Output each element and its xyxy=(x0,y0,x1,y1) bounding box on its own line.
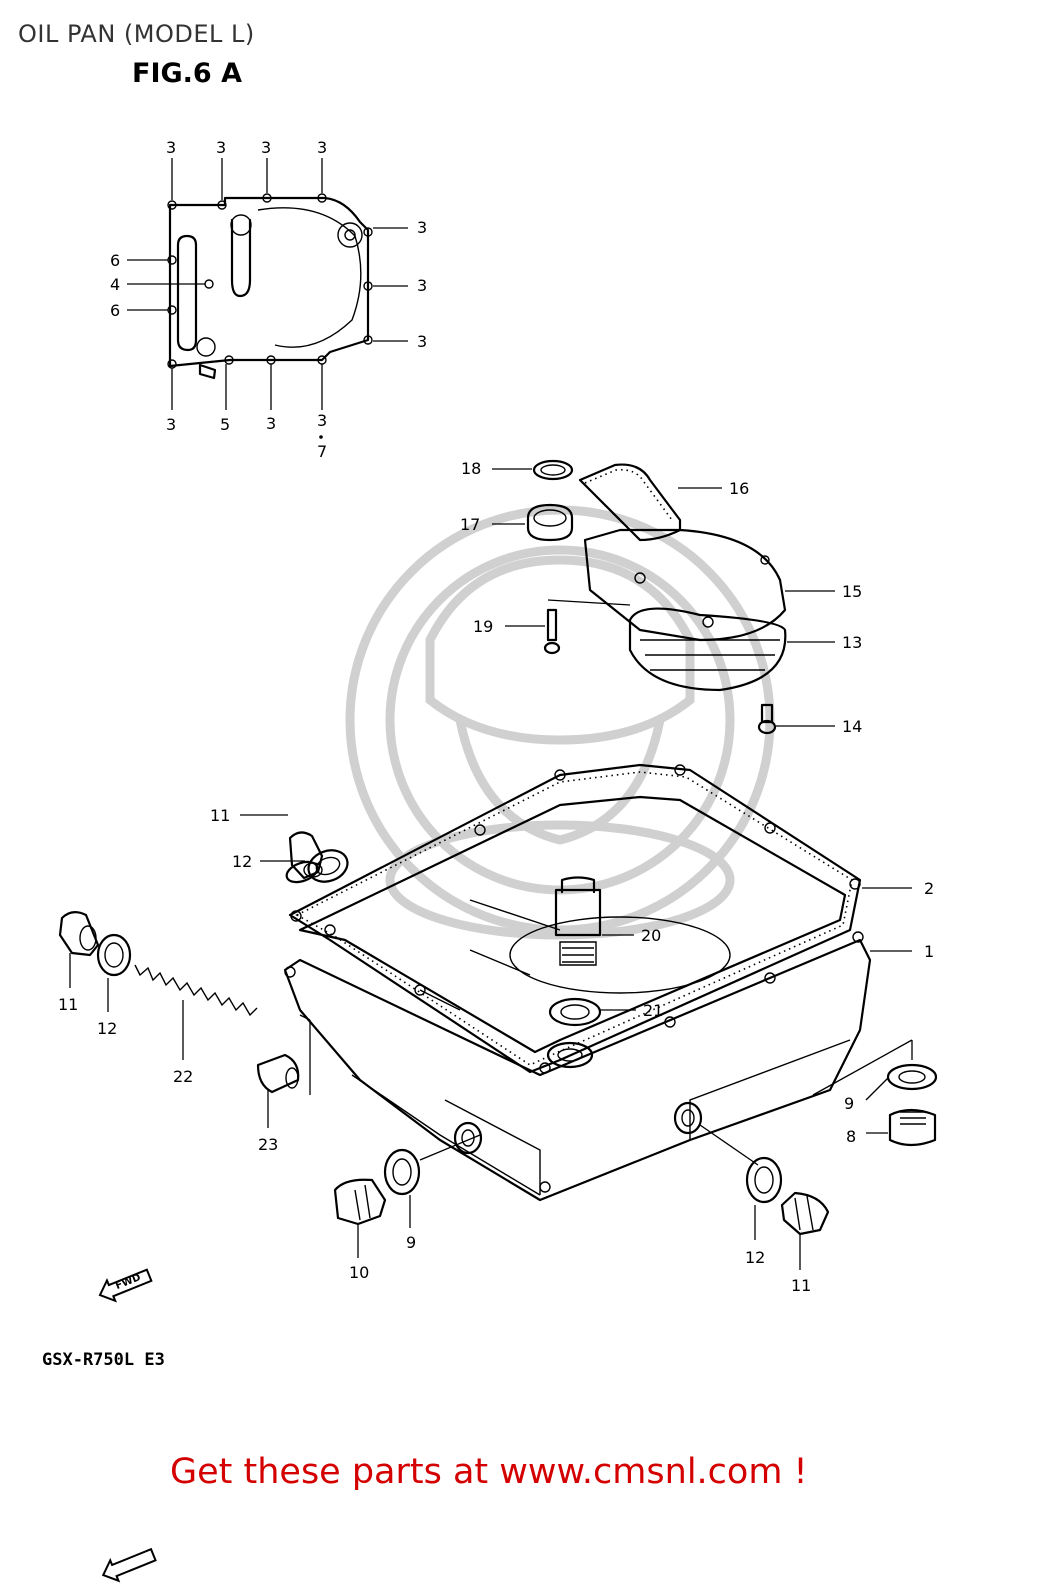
callout-4: 4 xyxy=(110,275,120,294)
callout-8: 8 xyxy=(846,1127,856,1146)
relief-valve-parts xyxy=(58,911,300,1094)
callout-9: 9 xyxy=(844,1094,854,1113)
callout-12: 12 xyxy=(97,1019,117,1038)
callout-21: 21 xyxy=(643,1001,663,1020)
callout-12: 12 xyxy=(745,1248,765,1267)
callout-15: 15 xyxy=(842,582,862,601)
oil-pan-body xyxy=(283,763,872,1202)
watermark-logo xyxy=(345,505,775,940)
callout-11: 11 xyxy=(791,1276,811,1295)
oil-strainer-assembly xyxy=(526,459,787,735)
callout-17: 17 xyxy=(460,515,480,534)
fwd-arrow-visible: FWD xyxy=(92,1260,157,1310)
callout-3: 3 xyxy=(216,138,226,157)
model-code: GSX-R750L E3 xyxy=(42,1350,165,1370)
callout-3: 3 xyxy=(166,138,176,157)
callout-2: 2 xyxy=(924,879,934,898)
callout-5: 5 xyxy=(220,415,230,434)
drain-plugs-lower xyxy=(333,1063,938,1236)
leader-lines-main xyxy=(69,468,913,1270)
leader-lines-top xyxy=(127,158,408,410)
callout-9: 9 xyxy=(406,1233,416,1252)
callout-3: 3 xyxy=(417,218,427,237)
page-title: OIL PAN (MODEL L) xyxy=(18,20,255,48)
drain-plug-upper xyxy=(285,831,349,884)
crankcase-cover-group xyxy=(167,193,373,380)
callout-11: 11 xyxy=(58,995,78,1014)
oil-pan-exploded-diagram: FWD 3 3 3 3 3 3 3 6 4 6 3 5 3 3 7 18 16 … xyxy=(58,138,938,1295)
callout-3: 3 xyxy=(417,276,427,295)
callout-22: 22 xyxy=(173,1067,193,1086)
callout-3: 3 xyxy=(266,414,276,433)
callout-14: 14 xyxy=(842,717,862,736)
callout-separator-dot xyxy=(319,435,323,439)
callout-18: 18 xyxy=(461,459,481,478)
callout-3: 3 xyxy=(166,415,176,434)
callout-3: 3 xyxy=(261,138,271,157)
callout-16: 16 xyxy=(729,479,749,498)
callout-20: 20 xyxy=(641,926,661,945)
callout-6: 6 xyxy=(110,301,120,320)
callout-labels: 3 3 3 3 3 3 3 6 4 6 3 5 3 3 7 18 16 17 1… xyxy=(58,138,934,1295)
callout-1: 1 xyxy=(924,942,934,961)
callout-7: 7 xyxy=(317,442,327,461)
callout-12: 12 xyxy=(232,852,252,871)
figure-number: FIG.6 A xyxy=(132,58,242,89)
callout-10: 10 xyxy=(349,1263,369,1282)
callout-3: 3 xyxy=(417,332,427,351)
fwd-arrow xyxy=(95,1538,163,1592)
callout-23: 23 xyxy=(258,1135,278,1154)
callout-3: 3 xyxy=(317,138,327,157)
callout-19: 19 xyxy=(473,617,493,636)
callout-13: 13 xyxy=(842,633,862,652)
callout-6: 6 xyxy=(110,251,120,270)
callout-11: 11 xyxy=(210,806,230,825)
oil-pressure-switch xyxy=(548,876,602,1027)
callout-3: 3 xyxy=(317,411,327,430)
cta-link[interactable]: Get these parts at www.cmsnl.com ! xyxy=(170,1452,808,1492)
